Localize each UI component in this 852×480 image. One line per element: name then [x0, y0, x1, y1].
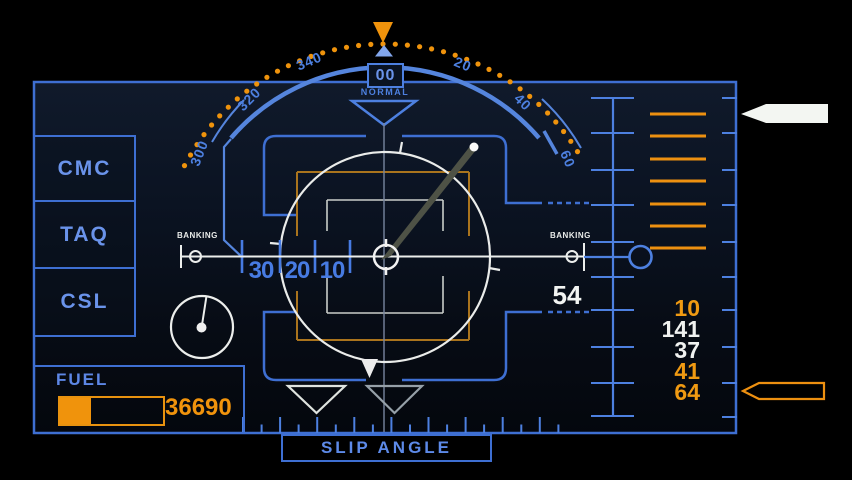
slip-angle-label-box: SLIP ANGLE	[281, 434, 492, 462]
banking-bug-circle	[628, 244, 653, 270]
orange-level-bars	[650, 112, 706, 250]
banking-scale-30: 30	[248, 257, 275, 284]
right-scale	[591, 97, 634, 417]
right-value-5: 64	[674, 379, 700, 405]
slip-pointer-white	[285, 384, 348, 415]
frame-edge-ticks	[722, 97, 737, 418]
button-csl[interactable]: CSL	[33, 267, 136, 337]
banking-label-right: BANKING	[550, 231, 591, 240]
right-value-4: 41	[674, 358, 700, 384]
heading-dotted-arc	[181, 41, 581, 169]
banking-line	[180, 243, 653, 271]
banking-scale-20: 20	[284, 257, 311, 284]
slip-pointer-gray	[364, 384, 425, 415]
left-leader-line	[222, 138, 244, 259]
attitude-bracket-blue	[262, 134, 591, 382]
circle-bottom-pointer	[361, 359, 378, 378]
normal-pointer-triangle	[348, 99, 420, 127]
banking-marker-left	[189, 250, 202, 263]
fuel-bar-fill	[60, 398, 91, 424]
banking-label-left: BANKING	[177, 231, 218, 240]
heading-value-box: 00	[367, 63, 404, 88]
fuel-value: 36690	[165, 394, 232, 421]
right-value-2: 141	[661, 316, 700, 342]
heading-bug-orange-triangle	[373, 22, 393, 43]
center-reticle	[372, 239, 400, 275]
trim-gauge	[169, 294, 235, 360]
slip-ruler-ticks	[242, 417, 560, 433]
fuel-bar-gauge	[58, 396, 165, 426]
heading-index-blue-triangle	[375, 45, 393, 57]
right-value-1: 10	[674, 295, 700, 321]
banking-value: 54	[552, 280, 582, 310]
banking-marker-right	[565, 250, 579, 263]
button-cmc[interactable]: CMC	[33, 135, 136, 202]
attitude-circle	[269, 141, 501, 364]
heading-mode-label: NORMAL	[360, 87, 410, 97]
banking-scale-10: 10	[319, 257, 346, 284]
right-value-3: 37	[674, 337, 700, 363]
fuel-label: FUEL	[56, 370, 109, 389]
button-taq[interactable]: TAQ	[33, 200, 136, 269]
orange-arrow-marker	[740, 381, 826, 401]
attitude-box-white	[326, 199, 444, 314]
fuel-panel: FUEL 36690	[33, 365, 245, 434]
needle-tip-dot	[469, 142, 479, 152]
white-arrow-marker	[741, 104, 828, 123]
attitude-needle	[381, 142, 479, 260]
